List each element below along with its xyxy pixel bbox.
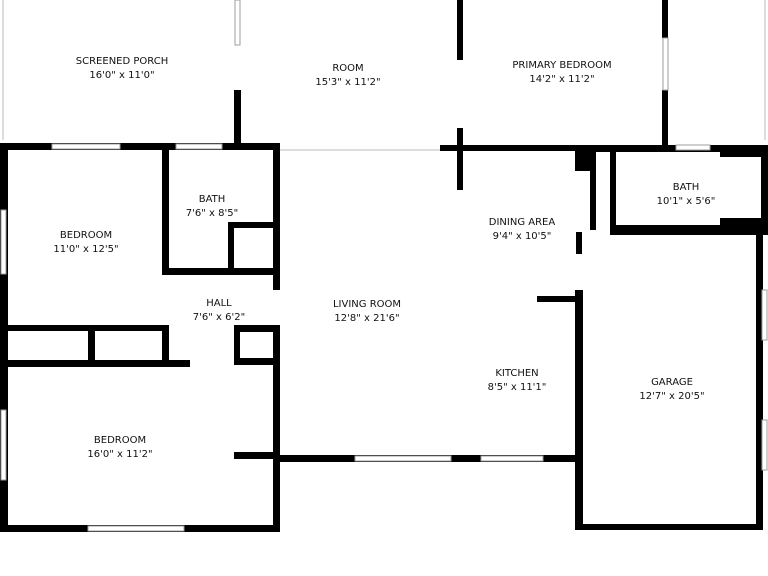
room-name: BATH <box>672 182 700 193</box>
room-label-kitchen: KITCHEN 8'5" x 11'1" <box>488 367 547 395</box>
wall <box>761 145 768 235</box>
wall <box>576 232 582 254</box>
window <box>234 0 241 46</box>
room-name: GARAGE <box>651 377 693 388</box>
window <box>0 209 7 275</box>
room-name: SCREENED PORCH <box>75 56 169 67</box>
room-dimensions: 16'0" x 11'0" <box>89 70 155 81</box>
wall <box>273 330 280 530</box>
room-name: BEDROOM <box>59 230 113 241</box>
wall <box>537 296 577 302</box>
room-label-bath-1: BATH 7'6" x 8'5" <box>186 193 238 221</box>
wall <box>756 235 763 530</box>
window <box>87 525 185 532</box>
wall <box>662 0 668 38</box>
wall <box>610 150 616 230</box>
room-dimensions: 16'0" x 11'2" <box>87 449 153 460</box>
room-name: BEDROOM <box>93 435 147 446</box>
room-name: KITCHEN <box>495 368 539 379</box>
room-name: BATH <box>198 194 226 205</box>
wall <box>583 524 758 530</box>
window <box>761 289 768 341</box>
window <box>51 143 121 150</box>
window <box>0 409 7 481</box>
wall <box>0 360 190 367</box>
porch-edges <box>2 0 766 151</box>
room-dimensions: 11'0" x 12'5" <box>53 244 119 255</box>
windows <box>0 0 768 532</box>
wall <box>234 325 240 365</box>
room-dimensions: 15'3" x 11'2" <box>315 77 381 88</box>
window <box>480 455 544 462</box>
room-label-screened-porch: SCREENED PORCH 16'0" x 11'0" <box>76 55 168 83</box>
wall <box>0 143 280 150</box>
wall <box>575 145 593 171</box>
wall <box>162 150 169 275</box>
window <box>175 143 223 150</box>
room-dimensions: 9'4" x 10'5" <box>492 231 552 242</box>
room-dimensions: 14'2" x 11'2" <box>529 74 595 85</box>
wall <box>273 150 280 290</box>
wall <box>234 452 280 459</box>
wall <box>234 325 280 332</box>
wall <box>720 145 768 157</box>
room-label-hall: HALL 7'6" x 6'2" <box>193 297 245 325</box>
window <box>675 144 711 151</box>
room-name: PRIMARY BEDROOM <box>512 60 612 71</box>
wall <box>0 143 8 531</box>
room-dimensions: 12'8" x 21'6" <box>334 313 400 324</box>
room-label-room: ROOM 15'3" x 11'2" <box>315 62 380 90</box>
wall <box>662 90 668 146</box>
wall <box>610 225 768 235</box>
room-label-living-room: LIVING ROOM 12'8" x 21'6" <box>333 298 401 326</box>
room-label-dining-area: DINING AREA 9'4" x 10'5" <box>489 216 555 244</box>
wall <box>234 358 280 365</box>
wall <box>88 325 95 365</box>
window <box>761 419 768 471</box>
wall <box>162 325 169 365</box>
window <box>662 37 669 91</box>
wall <box>575 290 583 530</box>
wall <box>590 150 596 230</box>
room-label-bath-2: BATH 10'1" x 5'6" <box>657 181 716 209</box>
wall <box>0 325 169 331</box>
wall <box>162 268 280 275</box>
wall <box>228 222 234 272</box>
window <box>354 455 452 462</box>
wall <box>234 90 241 146</box>
room-name: HALL <box>206 298 232 309</box>
wall <box>457 0 463 60</box>
room-label-bedroom-2: BEDROOM 16'0" x 11'2" <box>87 434 152 462</box>
room-dimensions: 10'1" x 5'6" <box>656 196 716 207</box>
wall <box>228 222 276 228</box>
room-label-garage: GARAGE 12'7" x 20'5" <box>639 376 704 404</box>
wall <box>440 145 580 151</box>
wall <box>457 128 463 190</box>
room-name: DINING AREA <box>488 217 556 228</box>
room-dimensions: 8'5" x 11'1" <box>487 382 547 393</box>
room-label-bedroom-1: BEDROOM 11'0" x 12'5" <box>53 229 118 257</box>
wall <box>720 218 768 235</box>
room-dimensions: 12'7" x 20'5" <box>639 391 705 402</box>
room-label-primary-bedroom: PRIMARY BEDROOM 14'2" x 11'2" <box>512 59 611 87</box>
room-dimensions: 7'6" x 8'5" <box>185 208 239 219</box>
room-dimensions: 7'6" x 6'2" <box>192 312 246 323</box>
room-name: ROOM <box>332 63 364 74</box>
room-name: LIVING ROOM <box>332 299 402 310</box>
